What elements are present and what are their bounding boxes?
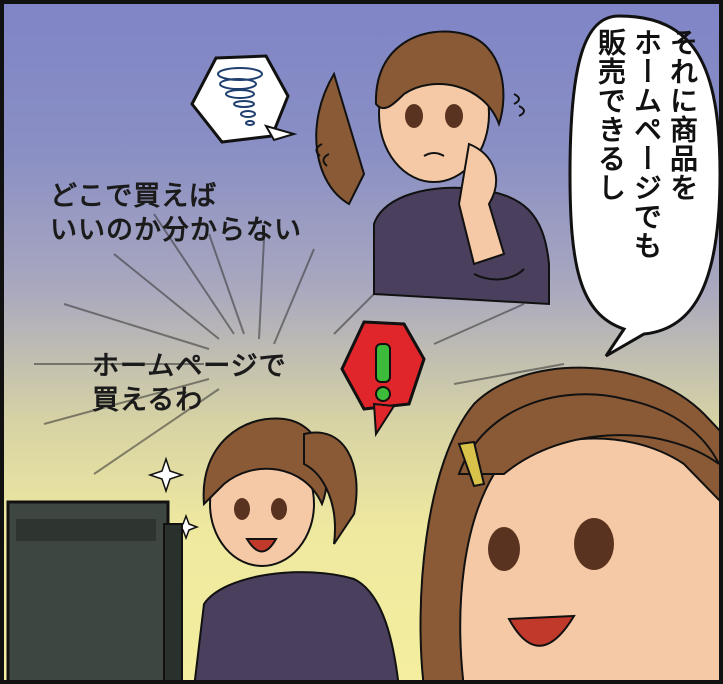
tornado-icon (190, 54, 298, 144)
speech-line-3: 販売できるし (594, 28, 627, 202)
answer-caption-line-1: ホームページで (92, 351, 287, 382)
worried-woman-illustration (315, 30, 550, 306)
thought-caption-line-1: どこで買えば (50, 181, 218, 212)
speech-bubble (568, 14, 719, 358)
closeup-woman-illustration (419, 366, 719, 680)
answer-caption-line-2: 買えるわ (92, 385, 204, 416)
speech-bubble-text: それに商品を ホームページでも 販売できるし (592, 28, 700, 318)
exclamation-icon (340, 320, 426, 438)
speech-line-2: ホームページでも (630, 28, 663, 260)
computer-monitor (6, 500, 183, 680)
thought-caption: どこで買えば いいのか分からない (50, 180, 302, 248)
speech-line-1: それに商品を (666, 28, 699, 202)
panel-artwork (6, 14, 719, 680)
happy-woman-illustration (193, 417, 400, 680)
thought-caption-line-2: いいのか分からない (50, 215, 302, 246)
answer-caption: ホームページで 買えるわ (92, 350, 287, 418)
